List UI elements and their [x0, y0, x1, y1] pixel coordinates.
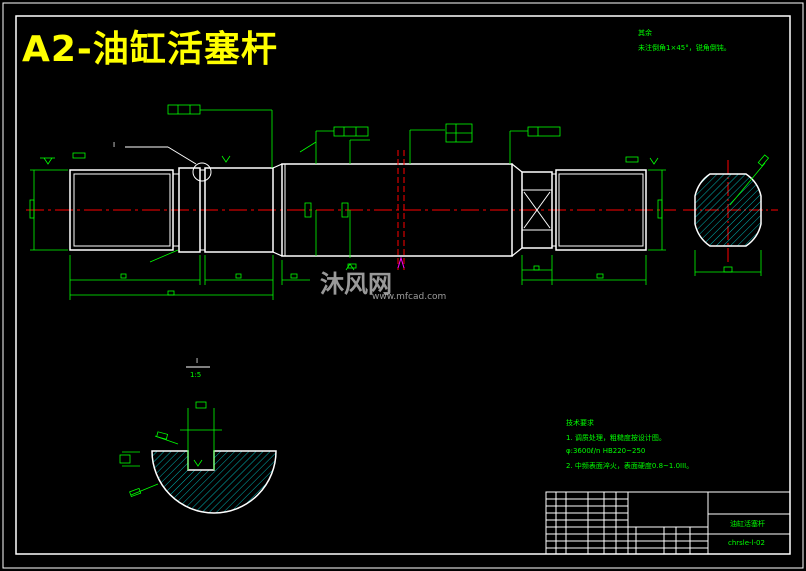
surface-finish-note-label: 其余: [638, 29, 652, 37]
detail-callout-label: I: [113, 141, 116, 149]
watermark-url: www.mfcad.com: [372, 292, 447, 302]
title-block-drawing-number: chrsle-l-02: [728, 539, 765, 547]
inner-frame: [15, 15, 791, 555]
detail-scale: 1:5: [190, 371, 202, 379]
tech-requirements-heading: 技术要求: [566, 419, 594, 427]
tech-requirement-item: 1. 调质处理，粗糙度按设计图。: [566, 434, 666, 442]
tech-requirement-item: φ:3600ℓ/n HB220~250: [566, 447, 646, 455]
end-section-view: [683, 154, 778, 276]
main-shaft-view: [26, 146, 676, 270]
detail-view-i: [119, 366, 277, 514]
chamfer-note: 未注倒角1×45°，锐角倒钝。: [638, 44, 731, 52]
watermark-brand: 沐风网: [320, 270, 392, 298]
title-block-part-name: 油缸活塞杆: [730, 520, 765, 528]
dimension-lines: [29, 104, 666, 300]
drawing-title: A2-油缸活塞杆: [22, 29, 278, 70]
title-block-frame: [545, 491, 791, 555]
detail-view-label: I: [196, 357, 199, 365]
tech-requirement-item: 2. 中频表面淬火，表面硬度0.8~1.0III。: [566, 462, 694, 470]
